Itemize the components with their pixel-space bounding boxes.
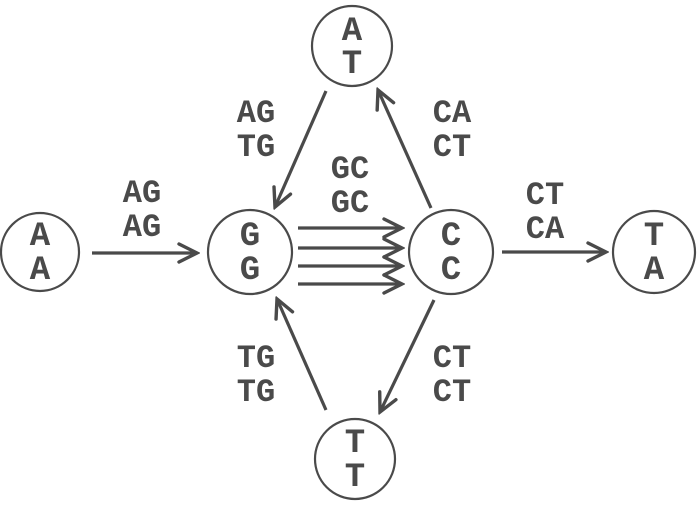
node-gg: G G (206, 208, 294, 296)
node-ta-top: T (644, 218, 664, 256)
node-cc-top: C (441, 218, 461, 256)
edge-label-aa-gg-bottom: AG (123, 209, 161, 246)
edge-label-cc-tt-bottom: CT (433, 374, 471, 411)
edge-at-to-gg (275, 90, 328, 207)
edge-label-cc-ta-bottom: CA (526, 211, 565, 248)
node-gg-top: G (240, 218, 260, 256)
edge-label-cc-at-bottom: CT (433, 129, 471, 166)
node-aa: A A (0, 211, 81, 293)
edge-label-at-gg-bottom: TG (237, 129, 275, 166)
edge-label-gg-cc-top: GC (331, 151, 369, 188)
edge-label-cc-at-top: CA (433, 95, 472, 132)
edge-label-tt-gg-bottom: TG (237, 374, 275, 411)
node-ta-bottom: A (644, 252, 665, 290)
edge-label-at-gg-top: AG (237, 95, 275, 132)
edge-label-tt-gg-top: TG (237, 340, 275, 377)
edge-label-cc-ta-top: CT (526, 177, 564, 214)
node-at-top: A (342, 13, 363, 51)
edge-label-aa-gg-top: AG (123, 175, 161, 212)
edge-cc-to-tt (380, 299, 436, 412)
node-cc-bottom: C (441, 252, 461, 290)
node-aa-bottom: A (30, 252, 51, 290)
node-tt-bottom: T (345, 459, 365, 497)
node-aa-top: A (30, 218, 51, 256)
node-at: A T (310, 4, 394, 88)
node-ta: T A (611, 209, 697, 295)
edge-label-gg-cc-bottom: GC (331, 185, 369, 222)
node-tt: T T (313, 417, 397, 501)
node-gg-bottom: G (240, 252, 260, 290)
edge-label-cc-tt-top: CT (433, 340, 471, 377)
node-at-bottom: T (342, 46, 362, 84)
edge-cc-to-at (378, 90, 433, 209)
node-tt-top: T (345, 425, 365, 463)
edge-tt-to-gg (277, 299, 328, 411)
node-cc: C C (407, 208, 495, 296)
